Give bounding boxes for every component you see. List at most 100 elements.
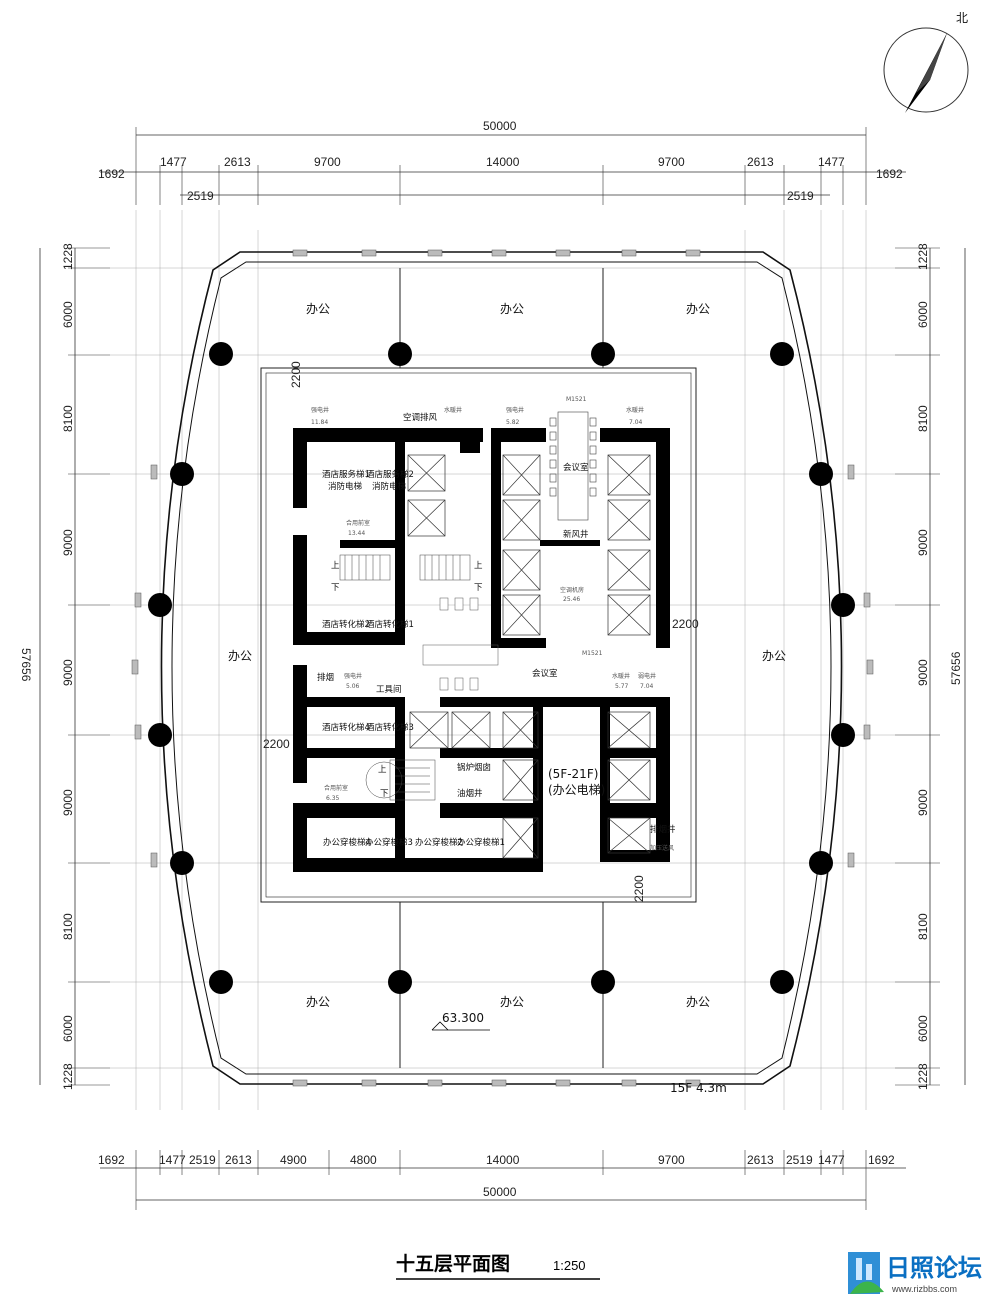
- stair-treads: [339, 554, 471, 801]
- corridor-dim-right: 2200: [672, 617, 699, 631]
- top-sub-dim-1: 2519: [187, 189, 214, 203]
- bottom-dim-3: 2519: [189, 1153, 216, 1167]
- right-dim-8: 6000: [916, 1015, 930, 1042]
- corridor-dim-top: 2200: [289, 361, 303, 388]
- column: [388, 970, 412, 994]
- structural-columns: [148, 342, 855, 994]
- right-dim-6: 9000: [916, 789, 930, 816]
- right-dim-1: 1228: [916, 243, 930, 270]
- office-label-se: 办公: [686, 994, 710, 1009]
- top-dim-8: 1477: [818, 155, 845, 169]
- up-label-2: 上: [474, 561, 483, 571]
- top-dim-1: 1692: [98, 167, 125, 181]
- right-dim-4: 9000: [916, 529, 930, 556]
- facade-mullions: [131, 249, 874, 1087]
- office-label-e: 办公: [762, 648, 786, 663]
- meeting-label-top: 会议室: [563, 462, 589, 473]
- floor-tag: 15F 4.3m: [670, 1081, 727, 1095]
- bottom-dim-10: 2519: [786, 1153, 813, 1167]
- bottom-dim-7: 14000: [486, 1153, 520, 1167]
- elevation-mark: 63.300: [431, 1011, 490, 1031]
- bottom-dim-5: 4900: [280, 1153, 307, 1167]
- area-704: 7.04: [629, 419, 643, 426]
- building-facade: [160, 251, 843, 1085]
- column: [591, 342, 615, 366]
- column: [209, 970, 233, 994]
- left-dim-6: 9000: [61, 789, 75, 816]
- right-dim-9: 1228: [916, 1063, 930, 1090]
- office-shuttle-1: 办公穿梭梯1: [457, 837, 505, 848]
- hotel-transfer-2: 酒店转化梯2: [322, 619, 370, 630]
- office-lift-label: (办公电梯): [548, 782, 605, 797]
- strong-shaft-label: 强电井: [311, 406, 329, 414]
- office-label-w: 办公: [228, 648, 252, 663]
- shared-front-2: 合用前室: [324, 784, 348, 792]
- area-1184: 11.84: [311, 419, 328, 426]
- left-dim-7: 8100: [61, 913, 75, 940]
- kitchen-smoke-label: 油烟井: [457, 788, 483, 799]
- area-704-b: 7.04: [640, 683, 654, 690]
- top-dim-6: 9700: [658, 155, 685, 169]
- hotel-service-1: 酒店服务梯1: [322, 469, 370, 480]
- down-label-3: 下: [380, 789, 389, 799]
- fire-lift-2: 消防电梯: [372, 481, 407, 492]
- area-506: 5.06: [346, 683, 360, 690]
- column: [209, 342, 233, 366]
- column: [770, 970, 794, 994]
- right-dim-7: 8100: [916, 913, 930, 940]
- left-dim-9: 1228: [61, 1063, 75, 1090]
- office-label-sw: 办公: [306, 994, 330, 1009]
- top-dim-5: 14000: [486, 155, 520, 169]
- fresh-air-label: 新风井: [563, 529, 589, 540]
- up-label-3: 上: [378, 765, 387, 775]
- water-shaft-label-1: 水暖井: [444, 406, 462, 414]
- up-label-1: 上: [331, 561, 340, 571]
- column: [170, 462, 194, 486]
- right-total-dim: 57656: [949, 651, 963, 685]
- hotel-transfer-1: 酒店转化梯1: [366, 619, 414, 630]
- core-walls: [293, 428, 670, 872]
- tool-room-label: 工具间: [376, 685, 402, 695]
- fire-lift-1: 消防电梯: [328, 481, 363, 492]
- area-2546: 25.46: [563, 596, 580, 603]
- office-shuttle-4: 办公穿梭梯4: [323, 837, 371, 848]
- boiler-flue-label: 锅炉烟囱: [457, 762, 491, 773]
- top-dimensions: [100, 127, 906, 205]
- ac-room-label: 空调机房: [560, 586, 584, 594]
- area-582: 5.82: [506, 419, 520, 426]
- right-dim-5: 9000: [916, 659, 930, 686]
- left-dim-1: 1228: [61, 243, 75, 270]
- bottom-dim-8: 9700: [658, 1153, 685, 1167]
- shared-front-1: 合用前室: [346, 519, 370, 527]
- right-dim-3: 8100: [916, 405, 930, 432]
- top-dim-9: 1692: [876, 167, 903, 181]
- bottom-total-dim: 50000: [483, 1185, 517, 1199]
- hotel-transfer-3: 酒店转化梯3: [366, 722, 414, 733]
- drawing-title: 十五层平面图 1:250: [396, 1252, 600, 1280]
- top-dim-4: 9700: [314, 155, 341, 169]
- area-577: 5.77: [615, 683, 629, 690]
- strong-shaft-label-2: 强电井: [506, 406, 524, 414]
- bottom-dim-6: 4800: [350, 1153, 377, 1167]
- top-dim-3: 2613: [224, 155, 251, 169]
- hotel-transfer-4: 酒店转化梯4: [322, 722, 370, 733]
- top-dim-2: 1477: [160, 155, 187, 169]
- down-label-1: 下: [331, 583, 340, 593]
- water-shaft-label-2: 水暖井: [626, 406, 644, 414]
- elevation-value: 63.300: [442, 1011, 484, 1025]
- column: [770, 342, 794, 366]
- top-sub-dim-2: 2519: [787, 189, 814, 203]
- watermark-brand: 日照论坛: [886, 1254, 982, 1282]
- meeting-table: [549, 411, 597, 521]
- column: [831, 593, 855, 617]
- office-lift-zone: (5F-21F): [548, 767, 598, 781]
- office-shuttle-2: 办公穿梭梯2: [415, 837, 463, 848]
- meeting-label-mid: 会议室: [532, 668, 558, 679]
- title-text: 十五层平面图: [396, 1252, 510, 1275]
- bottom-dim-2: 1477: [159, 1153, 186, 1167]
- area-635: 6.35: [326, 795, 340, 802]
- strong-shaft-label-3: 强电井: [344, 672, 362, 680]
- column: [148, 593, 172, 617]
- column: [170, 851, 194, 875]
